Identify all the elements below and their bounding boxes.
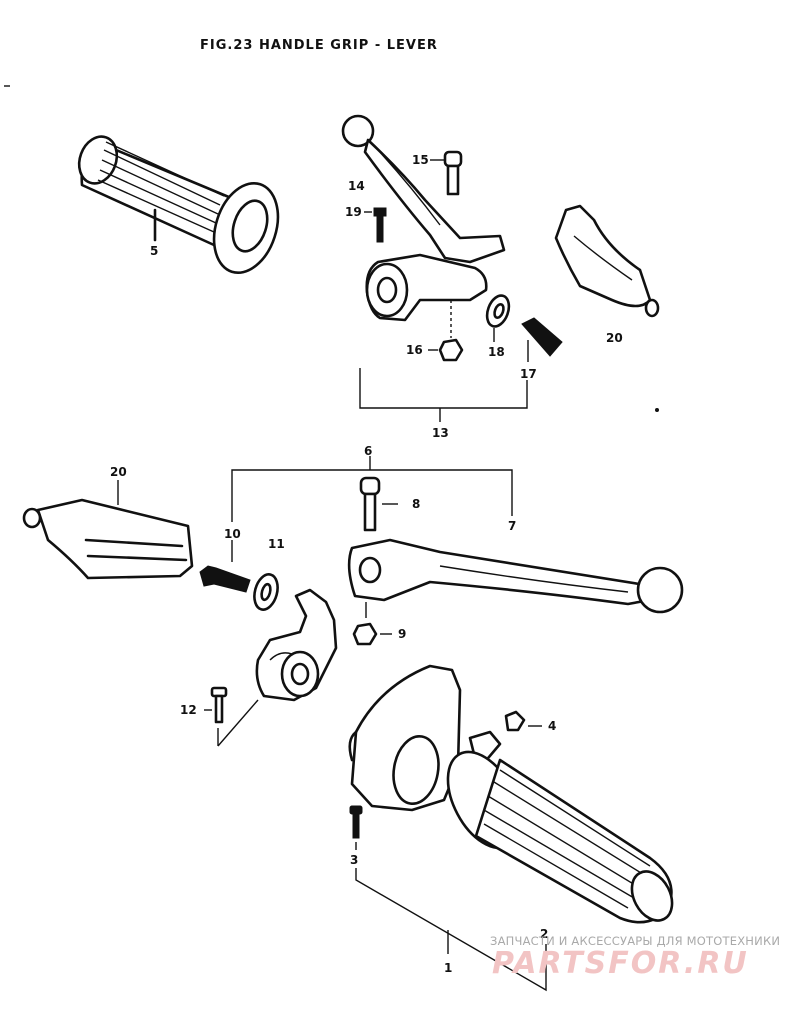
part-8-bolt	[359, 476, 398, 532]
part-18-washer	[485, 294, 511, 342]
part-12-screw	[204, 686, 259, 747]
part-16-nut	[428, 300, 464, 362]
part-15-bolt	[430, 150, 463, 196]
part-10-bolt	[199, 540, 251, 593]
part-13-bracket-upper	[365, 253, 488, 322]
watermark-logo: PARTSFOR.RU	[492, 946, 749, 981]
part-2-throttle-grip	[446, 730, 674, 924]
bracket-6-7	[231, 456, 513, 522]
part-14-lever-upper	[341, 114, 506, 264]
callout-4: 4	[548, 719, 556, 733]
callout-14: 14	[348, 179, 365, 193]
part-17-bolt	[521, 317, 563, 362]
part-11-washer	[253, 573, 279, 611]
callout-13: 13	[432, 426, 449, 440]
callout-19: 19	[345, 205, 362, 219]
callout-7: 7	[508, 519, 516, 533]
part-19-screw	[364, 207, 387, 243]
watermark-tagline: ЗАПЧАСТИ И АКСЕССУАРЫ ДЛЯ МОТОТЕХНИКИ	[490, 934, 781, 948]
callout-6: 6	[364, 444, 372, 458]
callout-15: 15	[412, 153, 429, 167]
part-9-nut	[352, 622, 392, 646]
bracket-13	[359, 368, 528, 422]
callout-11: 11	[268, 537, 285, 551]
part-7-brake-lever	[347, 538, 684, 618]
part-4-nut	[504, 710, 542, 732]
callout-5: 5	[150, 244, 158, 258]
part-20-lever-cover-upper	[554, 204, 660, 318]
callout-17: 17	[520, 367, 537, 381]
figure-title: FIG.23 HANDLE GRIP - LEVER	[200, 38, 438, 53]
part-1-throttle-housing	[348, 664, 462, 812]
callout-3: 3	[350, 853, 358, 867]
part-3-screw	[349, 805, 363, 850]
callout-1: 1	[444, 961, 452, 975]
callout-20-upper: 20	[606, 331, 623, 345]
callout-10: 10	[224, 527, 241, 541]
callout-16: 16	[406, 343, 423, 357]
part-5-handle-grip-left	[77, 135, 280, 275]
callout-20-lower: 20	[110, 465, 127, 479]
bracket-1-2-3	[355, 868, 547, 992]
callout-18: 18	[488, 345, 505, 359]
callout-8: 8	[412, 497, 420, 511]
callout-9: 9	[398, 627, 406, 641]
stray-dot	[655, 408, 659, 412]
callout-12: 12	[180, 703, 197, 717]
part-20-lever-cover-lower	[22, 480, 194, 580]
callout-2: 2	[540, 927, 548, 941]
part-6-bracket-lower	[255, 588, 338, 702]
